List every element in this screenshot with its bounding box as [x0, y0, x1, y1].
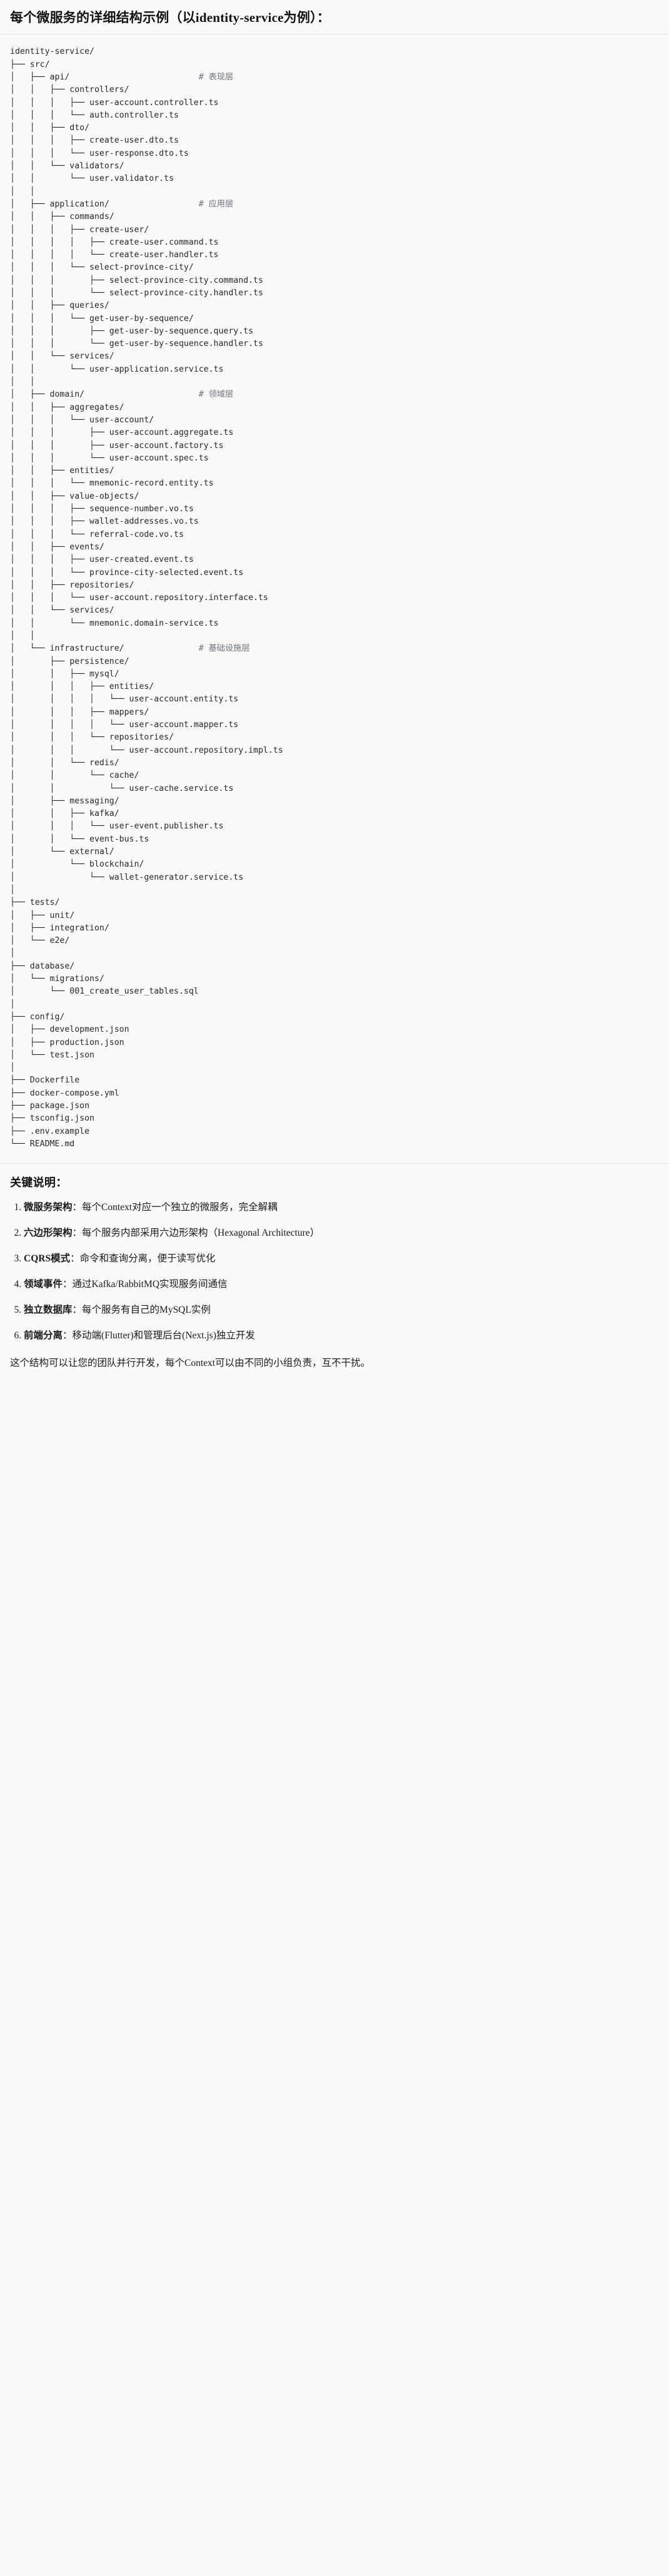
tree-layer-comment: # 应用层	[198, 199, 234, 209]
note-sep: ：	[63, 1330, 73, 1341]
note-body: 每个服务内部采用六边形架构（Hexagonal Architecture）	[82, 1228, 320, 1239]
note-lead: 领域事件	[24, 1279, 63, 1290]
note-sep: ：	[70, 1253, 80, 1265]
note-sep: ：	[72, 1228, 83, 1239]
divider-bottom	[0, 1163, 669, 1164]
tree-layer-comment: # 领域层	[198, 390, 234, 400]
note-sep: ：	[72, 1202, 83, 1213]
key-notes-title: 关键说明：	[10, 1176, 68, 1189]
note-lead: 微服务架构	[24, 1202, 73, 1213]
list-item: 领域事件：通过Kafka/RabbitMQ实现服务间通信	[24, 1277, 659, 1292]
list-item: CQRS模式：命令和查询分离，便于读写优化	[24, 1251, 659, 1266]
note-body: 移动端(Flutter)和管理后台(Next.js)独立开发	[72, 1330, 255, 1341]
closing-paragraph: 这个结构可以让您的团队并行开发，每个Context可以由不同的小组负责，互不干扰…	[10, 1358, 371, 1369]
list-item: 独立数据库：每个服务有自己的MySQL实例	[24, 1303, 659, 1318]
page-root: 每个微服务的详细结构示例（以identity-service为例）： ident…	[0, 0, 669, 1385]
list-item: 六边形架构：每个服务内部采用六边形架构（Hexagonal Architectu…	[24, 1226, 659, 1241]
note-body: 每个服务有自己的MySQL实例	[82, 1305, 211, 1316]
title-section: 每个微服务的详细结构示例（以identity-service为例）：	[0, 0, 669, 34]
list-item: 微服务架构：每个Context对应一个独立的微服务，完全解耦	[24, 1200, 659, 1215]
note-lead: 六边形架构	[24, 1228, 73, 1239]
note-body: 通过Kafka/RabbitMQ实现服务间通信	[72, 1279, 228, 1290]
note-body: 每个Context对应一个独立的微服务，完全解耦	[82, 1202, 278, 1213]
key-notes-list: 微服务架构：每个Context对应一个独立的微服务，完全解耦 六边形架构：每个服…	[10, 1200, 659, 1343]
directory-tree-section: identity-service/ ├── src/ │ ├── api/ # …	[0, 34, 669, 1164]
tree-layer-comment: # 表现层	[198, 72, 234, 82]
note-lead: CQRS模式	[24, 1253, 71, 1265]
note-body: 命令和查询分离，便于读写优化	[79, 1253, 216, 1265]
note-sep: ：	[63, 1279, 73, 1290]
list-item: 前端分离：移动端(Flutter)和管理后台(Next.js)独立开发	[24, 1328, 659, 1343]
directory-tree: identity-service/ ├── src/ │ ├── api/ # …	[10, 47, 283, 1149]
tree-layer-comment: # 基础设施层	[198, 644, 250, 654]
note-lead: 前端分离	[24, 1330, 63, 1341]
note-lead: 独立数据库	[24, 1305, 73, 1316]
key-notes-section: 关键说明： 微服务架构：每个Context对应一个独立的微服务，完全解耦 六边形…	[0, 1164, 669, 1386]
page-title: 每个微服务的详细结构示例（以identity-service为例）：	[10, 10, 330, 25]
note-sep: ：	[72, 1305, 83, 1316]
